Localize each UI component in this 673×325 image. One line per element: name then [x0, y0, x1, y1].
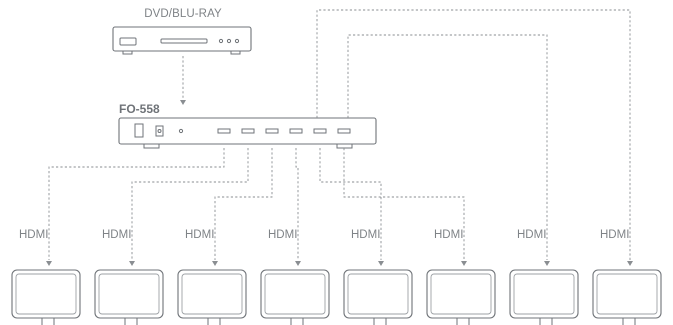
hdmi-cable-label: HDMI: [102, 229, 131, 241]
arrow-down-icon: [627, 261, 633, 266]
source-label: DVD/BLU-RAY: [144, 8, 222, 20]
hdmi-port-icon: [313, 128, 327, 134]
hdmi-port-icon: [265, 128, 279, 134]
hdmi-port-icon: [337, 128, 351, 134]
arrow-down-icon: [544, 261, 550, 266]
display-screen: [347, 273, 409, 315]
hdmi-cable-label: HDMI: [185, 229, 214, 241]
hdmi-cable-label: HDMI: [19, 229, 48, 241]
splitter-model-label: FO-558: [119, 102, 160, 116]
hdmi-cable-label: HDMI: [517, 229, 546, 241]
hdmi-port-icon: [241, 128, 255, 134]
splitter-port-row: [217, 128, 351, 134]
hdmi-cable: [295, 148, 299, 260]
display-8: HDMI: [592, 229, 662, 325]
hdmi-cable: [343, 148, 465, 260]
display-screen: [98, 273, 160, 315]
display-screen: [596, 273, 658, 315]
display-screen: [264, 273, 326, 315]
display-7: HDMI: [509, 229, 579, 325]
display-screen: [513, 273, 575, 315]
dvd-player: DVD/BLU-RAY: [112, 8, 252, 55]
display-row: HDMI HDMI HDMI HDMI HDMI HDMI HDMI HDMI: [11, 229, 662, 325]
display-5: HDMI: [343, 229, 413, 325]
hdmi-cable-label: HDMI: [600, 229, 629, 241]
hdmi-cable-label: HDMI: [268, 229, 297, 241]
display-screen: [15, 273, 77, 315]
arrow-down-icon: [378, 261, 384, 266]
display-3: HDMI: [177, 229, 247, 325]
hdmi-cable: [131, 148, 249, 260]
dvd-player-icon: [112, 26, 252, 55]
hdmi-splitter-icon: [118, 117, 377, 149]
arrow-down-icon: [212, 261, 218, 266]
hdmi-cables: [46, 9, 633, 266]
display-6: HDMI: [426, 229, 496, 325]
arrow-down-icon: [461, 261, 467, 266]
display-screen: [181, 273, 243, 315]
hdmi-splitter: FO-558: [118, 102, 377, 149]
hdmi-cable: [316, 9, 631, 260]
hdmi-port-icon: [217, 128, 231, 134]
hdmi-cable: [48, 148, 225, 260]
display-screen: [430, 273, 492, 315]
hdmi-port-icon: [289, 128, 303, 134]
hdmi-cable: [214, 148, 273, 260]
hdmi-cable: [347, 34, 548, 260]
display-2: HDMI: [94, 229, 164, 325]
display-1: HDMI: [11, 229, 81, 325]
hdmi-cable-label: HDMI: [351, 229, 380, 241]
arrow-down-icon: [129, 261, 135, 266]
hdmi-cable: [319, 148, 382, 260]
arrow-down-icon: [46, 261, 52, 266]
arrow-down-icon: [295, 261, 301, 266]
display-4: HDMI: [260, 229, 330, 325]
hdmi-cable-label: HDMI: [434, 229, 463, 241]
arrow-down-icon: [180, 100, 186, 105]
